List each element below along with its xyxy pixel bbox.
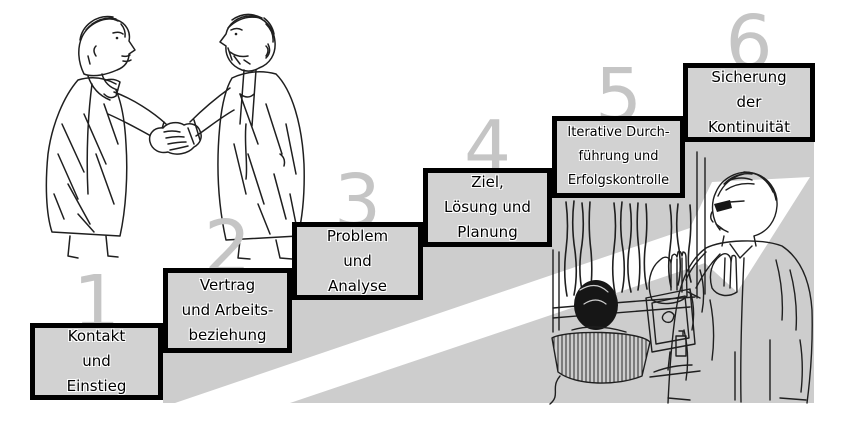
- step-6-box: Sicherung der Kontinuität: [683, 63, 815, 142]
- handshake-illustration: [45, 13, 305, 260]
- right-person-head: [219, 15, 276, 72]
- step-4-label-line-1: Ziel,: [471, 173, 504, 191]
- consultation-illustration: [549, 151, 813, 405]
- step-1-label-line-2: und: [82, 352, 111, 370]
- step-3-box: Problem und Analyse: [292, 222, 423, 300]
- jacket: [705, 240, 813, 404]
- handshake-hands: [148, 121, 202, 155]
- step-1-label-line-3: Einstieg: [66, 377, 127, 395]
- step-2-label-line-1: Vertrag: [199, 276, 256, 294]
- step-5-label-line-3: Erfolgskontrolle: [567, 173, 670, 188]
- step-5-label-line-2: führung und: [578, 149, 659, 164]
- left-person-head: [78, 18, 136, 77]
- step-3-label-line-1: Problem: [326, 226, 389, 245]
- step-5-label-line-1: Iterative Durch-: [567, 125, 670, 140]
- cable: [549, 375, 561, 405]
- laptop: [645, 288, 701, 378]
- step-5-box: Iterative Durch- führung und Erfolgskont…: [552, 116, 685, 198]
- staircase-background: [163, 142, 814, 403]
- bottle: [675, 330, 687, 357]
- window-blinds: [563, 200, 692, 297]
- right-person: [189, 13, 305, 260]
- raised-hands: [648, 250, 738, 305]
- step-4-label-line-2: Lösung und: [444, 198, 531, 216]
- step-3-label-line-2: und: [343, 251, 372, 270]
- step-1-box: Kontakt und Einstieg: [30, 323, 163, 400]
- glasses: [714, 200, 732, 212]
- step-2-label-line-2: und Arbeits-: [181, 301, 274, 319]
- chair-back: [551, 331, 651, 384]
- step-2-box: Vertrag und Arbeits- beziehung: [163, 268, 292, 353]
- step-6-label-line-1: Sicherung: [711, 68, 787, 86]
- standing-person: [667, 171, 813, 404]
- growth-arrow-shape: [175, 177, 810, 403]
- step-6-label-line-3: Kontinuität: [708, 118, 790, 136]
- step-3-label-line-3: Analyse: [327, 276, 388, 295]
- step-6-label-line-2: der: [736, 93, 762, 111]
- seated-person: [549, 280, 651, 405]
- left-person: [45, 15, 167, 259]
- step-4-label-line-3: Planung: [457, 223, 518, 241]
- step-1-label-line-1: Kontakt: [67, 327, 126, 345]
- step-2-label-line-3: beziehung: [188, 326, 267, 344]
- seated-person-head: [574, 280, 618, 330]
- step-4-box: Ziel, Lösung und Planung: [423, 168, 552, 247]
